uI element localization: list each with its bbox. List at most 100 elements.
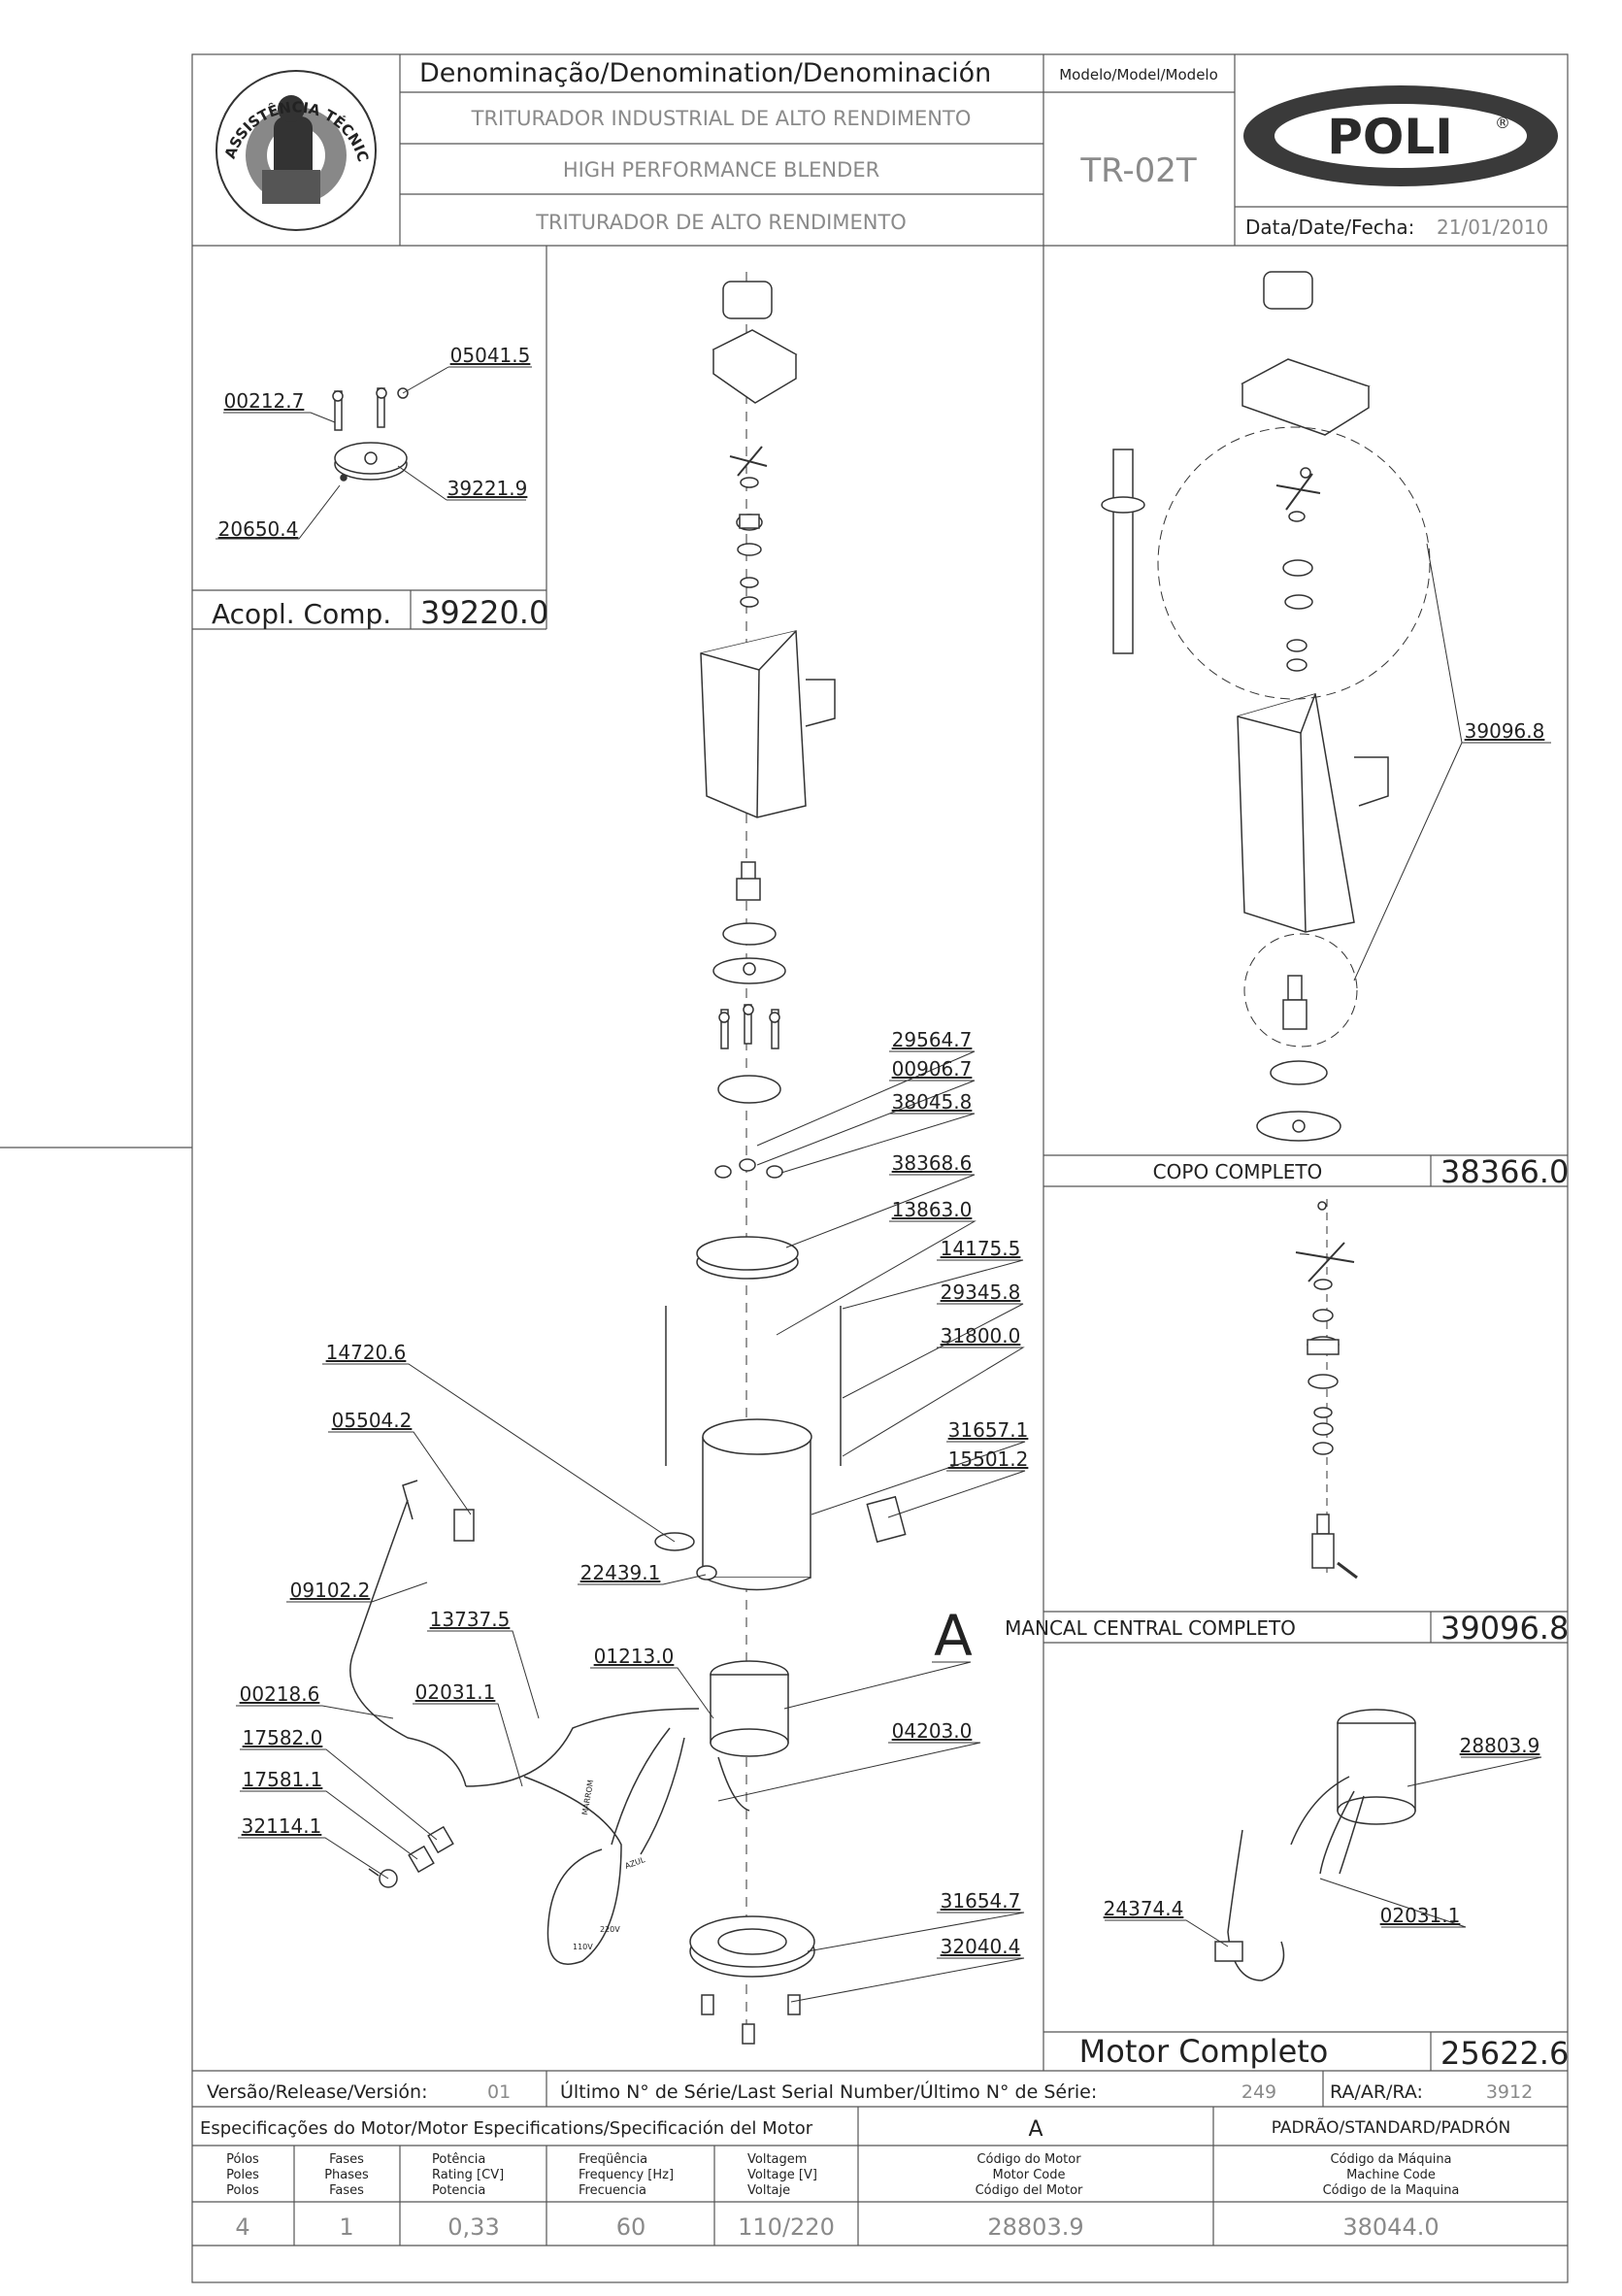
spec-col-label: Poles	[226, 2168, 259, 2182]
spec-col-label: Voltaje	[747, 2183, 790, 2198]
part-label: 22439.1	[580, 1561, 661, 1584]
spec-col-label: Frecuencia	[579, 2183, 646, 2198]
part-label: 17581.1	[243, 1768, 323, 1791]
motor-code: 25622.6	[1440, 2035, 1569, 2072]
spec-col-label: Código del Motor	[976, 2183, 1083, 2198]
main-exploded-view	[349, 272, 907, 2045]
cup-title: COPO COMPLETO	[1153, 1160, 1323, 1183]
wire-labels: MARROM AZUL 110V 220V	[573, 1780, 646, 1951]
sheet-frame	[0, 53, 1569, 2283]
cup-code: 38366.0	[1440, 1153, 1569, 1190]
spec-table: Pólos Poles Polos Fases Phases Fases Pot…	[226, 2152, 1459, 2198]
part-label: 00212.7	[224, 389, 305, 413]
ra-value: 3912	[1486, 2081, 1533, 2103]
part-label: 09102.2	[290, 1579, 371, 1602]
part-label: 31657.1	[948, 1418, 1029, 1442]
model-value: TR-02T	[1079, 151, 1197, 190]
spec-value: 38044.0	[1342, 2213, 1439, 2241]
part-label: 31654.7	[941, 1889, 1021, 1913]
spec-col-label: Voltagem	[747, 2152, 807, 2167]
spec-value: 28803.9	[987, 2213, 1083, 2241]
wire-label: AZUL	[624, 1855, 647, 1871]
date-value: 21/01/2010	[1437, 216, 1548, 239]
spec-col-label: Frequency [Hz]	[579, 2168, 674, 2182]
version-label: Versão/Release/Versión:	[207, 2081, 428, 2103]
spec-col-label: Phases	[324, 2168, 369, 2182]
spec-col-label: Freqüência	[579, 2152, 647, 2167]
main-part-labels: 29564.7 00906.7 38045.8 38368.6 13863.0 …	[240, 1028, 1029, 1958]
part-label: 32114.1	[242, 1814, 322, 1838]
part-label: 38368.6	[892, 1151, 973, 1175]
spec-col-label: Fases	[329, 2152, 364, 2167]
part-label: 20650.4	[218, 517, 299, 541]
part-label: 39096.8	[1465, 719, 1545, 743]
coupling-leader-lines	[215, 366, 532, 540]
spec-value: 60	[616, 2213, 646, 2241]
standard-label: PADRÃO/STANDARD/PADRÓN	[1272, 2116, 1511, 2138]
model-label: Modelo/Model/Modelo	[1059, 66, 1218, 83]
wire-label: 220V	[600, 1925, 620, 1934]
authorized-service-seal: ASSISTÊNCIA TÉCNICA AUTORIZADA	[0, 0, 377, 231]
serial-label: Último N° de Série/Last Serial Number/Úl…	[560, 2080, 1097, 2103]
bearing-title: MANCAL CENTRAL COMPLETO	[1005, 1616, 1296, 1640]
serial-value: 249	[1241, 2081, 1276, 2103]
poli-logo: POLI ®	[1243, 85, 1558, 186]
part-label: 14720.6	[326, 1341, 407, 1364]
part-label: 28803.9	[1460, 1734, 1540, 1757]
part-label: 05504.2	[332, 1409, 413, 1432]
part-label: 05041.5	[450, 344, 531, 367]
part-label: 00218.6	[240, 1682, 320, 1706]
brand-registered-mark: ®	[1495, 114, 1510, 132]
part-label: 14175.5	[941, 1237, 1021, 1260]
motor-spec-label: Especificações do Motor/Motor Especifica…	[200, 2118, 813, 2139]
spec-value: 1	[339, 2213, 353, 2241]
coupling-exploded-view	[332, 387, 409, 482]
spec-col-label: Voltage [V]	[747, 2168, 817, 2182]
spec-col-label: Código de la Maquina	[1323, 2183, 1460, 2198]
part-label: 32040.4	[941, 1935, 1021, 1958]
version-value: 01	[487, 2081, 511, 2103]
spec-values: 4 1 0,33 60 110/220 28803.9 38044.0	[235, 2213, 1439, 2241]
part-label: 02031.1	[1380, 1904, 1461, 1927]
denomination-label: Denominação/Denomination/Denominación	[419, 58, 991, 88]
wire-label: 110V	[573, 1943, 593, 1951]
spec-value: 4	[235, 2213, 249, 2241]
coupling-title: Acopl. Comp.	[212, 598, 391, 630]
cup-leader-lines	[1353, 543, 1551, 982]
detail-mark: A	[934, 1603, 973, 1669]
part-label: 39221.9	[447, 477, 528, 500]
part-label: 04203.0	[892, 1719, 973, 1743]
spec-col-label: Fases	[329, 2183, 364, 2198]
motor-exploded-view	[1214, 1709, 1416, 1981]
spec-col-label: Pólos	[226, 2152, 259, 2167]
part-label: 24374.4	[1104, 1897, 1184, 1920]
spec-value: 110/220	[738, 2213, 835, 2241]
part-label: 31800.0	[941, 1324, 1021, 1348]
spec-col-label: Potência	[432, 2152, 485, 2167]
cup-detail-circles	[1157, 426, 1431, 1048]
product-name-en: HIGH PERFORMANCE BLENDER	[563, 158, 879, 182]
brand-name: POLI	[1327, 109, 1453, 165]
motor-title: Motor Completo	[1079, 2033, 1329, 2070]
part-label: 02031.1	[415, 1680, 496, 1704]
bearing-code: 39096.8	[1440, 1610, 1569, 1647]
spec-value: 0,33	[447, 2213, 499, 2241]
bearing-exploded-view	[1295, 1199, 1358, 1580]
part-label: 38045.8	[892, 1090, 973, 1114]
wire-label: MARROM	[580, 1780, 595, 1816]
product-name-es: TRITURADOR DE ALTO RENDIMENTO	[535, 211, 907, 234]
part-label: 29345.8	[941, 1281, 1021, 1304]
spec-col-label: Motor Code	[993, 2168, 1066, 2182]
part-label: 15501.2	[948, 1447, 1029, 1471]
coupling-code: 39220.0	[420, 594, 548, 631]
date-label: Data/Date/Fecha:	[1245, 216, 1414, 239]
product-name-pt: TRITURADOR INDUSTRIAL DE ALTO RENDIMENTO	[471, 107, 972, 130]
spec-col-label: Código da Máquina	[1330, 2152, 1451, 2167]
part-label: 17582.0	[243, 1726, 323, 1749]
part-label: 13863.0	[892, 1198, 973, 1221]
part-label: 01213.0	[594, 1645, 675, 1668]
ra-label: RA/AR/RA:	[1330, 2081, 1423, 2103]
spec-col-label: Polos	[226, 2183, 259, 2198]
part-label: 00906.7	[892, 1057, 973, 1081]
